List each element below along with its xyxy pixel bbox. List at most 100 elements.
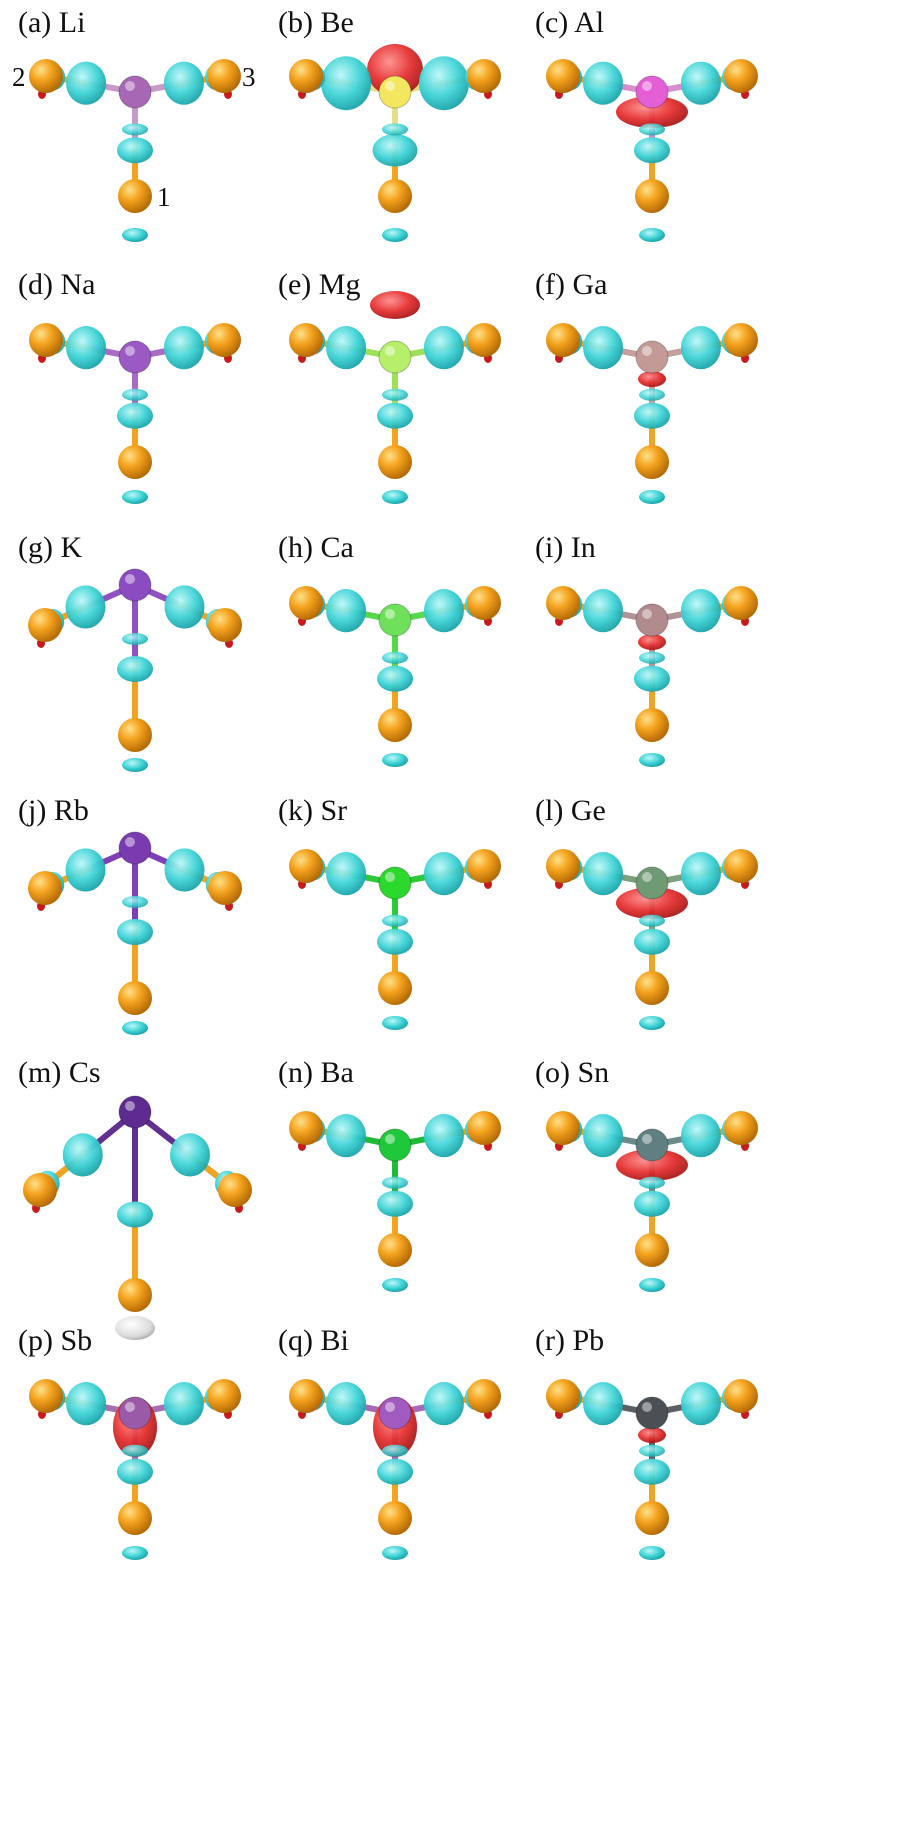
charge-accumulation-lobe xyxy=(122,1444,148,1457)
central-atom-highlight xyxy=(385,872,395,882)
charge-accumulation-lobe xyxy=(66,1382,107,1426)
ligand-atom xyxy=(635,1233,669,1267)
ligand-atom xyxy=(289,1379,323,1413)
charge-accumulation-lobe xyxy=(117,656,153,682)
charge-accumulation-lobe xyxy=(583,1382,624,1426)
charge-accumulation-lobe xyxy=(680,852,721,896)
panel-label: (h) Ca xyxy=(278,531,354,564)
molecule-panel: (m) Cs xyxy=(18,1056,252,1340)
ligand-atom xyxy=(467,586,501,620)
charge-accumulation-lobe xyxy=(164,585,205,629)
charge-accumulation-lobe xyxy=(382,123,408,136)
central-atom-highlight xyxy=(642,1402,652,1412)
ligand-atom xyxy=(289,1111,323,1145)
panel-label: (a) Li xyxy=(18,6,85,39)
charge-accumulation-lobe xyxy=(583,326,624,370)
molecule-panel: (k) Sr xyxy=(278,794,501,1030)
charge-accumulation-lobe xyxy=(377,402,413,429)
panel-label: (m) Cs xyxy=(18,1056,101,1089)
central-atom-highlight xyxy=(385,1402,395,1412)
ligand-atom xyxy=(118,981,152,1015)
central-atom xyxy=(635,1396,669,1430)
ligand-atom xyxy=(118,718,152,752)
charge-accumulation-lobe xyxy=(122,490,148,504)
charge-accumulation-lobe xyxy=(639,1176,665,1189)
panel-label: (j) Rb xyxy=(18,794,89,827)
charge-accumulation-lobe xyxy=(117,1201,153,1228)
central-atom-highlight xyxy=(642,81,652,91)
charge-depletion-lobe xyxy=(638,634,666,650)
charge-accumulation-lobe xyxy=(680,1114,721,1158)
charge-accumulation-lobe xyxy=(680,589,721,633)
charge-accumulation-lobe xyxy=(634,1190,670,1217)
charge-accumulation-lobe xyxy=(117,1458,153,1485)
ligand-atom xyxy=(29,323,63,357)
ligand-atom xyxy=(378,1233,412,1267)
charge-accumulation-lobe xyxy=(639,123,665,136)
ligand-atom xyxy=(724,1111,758,1145)
molecule-panel: (p) Sb xyxy=(18,1324,241,1560)
central-atom xyxy=(118,1396,152,1430)
central-atom xyxy=(118,75,152,109)
charge-accumulation-lobe xyxy=(117,402,153,429)
panel-label: (p) Sb xyxy=(18,1324,92,1357)
central-atom xyxy=(635,340,669,374)
ligand-atom xyxy=(218,1173,252,1207)
central-atom-highlight xyxy=(385,81,395,91)
charge-accumulation-lobe xyxy=(163,326,204,370)
charge-accumulation-lobe xyxy=(377,928,413,955)
ligand-atom xyxy=(378,971,412,1005)
molecule-panel: (r) Pb xyxy=(535,1324,758,1560)
charge-accumulation-lobe xyxy=(583,1114,624,1158)
charge-accumulation-lobe xyxy=(164,848,205,892)
central-atom xyxy=(118,831,152,865)
charge-accumulation-lobe xyxy=(163,1382,204,1426)
charge-depletion-lobe xyxy=(616,96,688,128)
ligand-atom xyxy=(467,1379,501,1413)
charge-accumulation-lobe xyxy=(382,753,408,767)
charge-accumulation-lobe xyxy=(377,1190,413,1217)
charge-depletion-lobe xyxy=(616,1149,688,1181)
ligand-atom xyxy=(29,59,63,93)
charge-accumulation-lobe xyxy=(639,753,665,767)
panel-label: (f) Ga xyxy=(535,268,607,301)
ligand-atom xyxy=(635,971,669,1005)
charge-accumulation-lobe xyxy=(321,56,372,111)
charge-accumulation-lobe xyxy=(639,1444,665,1457)
central-atom xyxy=(378,1396,412,1430)
molecule-panel: (n) Ba xyxy=(278,1056,501,1292)
ligand-atom xyxy=(29,1379,63,1413)
charge-accumulation-lobe xyxy=(423,852,464,896)
molecule-panel: (h) Ca xyxy=(278,531,501,767)
central-atom xyxy=(635,866,669,900)
panel-label: (d) Na xyxy=(18,268,95,301)
ligand-atom xyxy=(28,608,62,642)
panel-label: (o) Sn xyxy=(535,1056,609,1089)
charge-accumulation-lobe xyxy=(639,651,665,664)
charge-depletion-lobe xyxy=(638,1427,666,1443)
central-atom-highlight xyxy=(125,346,135,356)
ligand-atom xyxy=(378,179,412,213)
ligand-atom xyxy=(724,849,758,883)
ligand-atom xyxy=(23,1173,57,1207)
charge-accumulation-lobe xyxy=(423,1114,464,1158)
charge-accumulation-lobe xyxy=(163,61,204,105)
charge-accumulation-lobe xyxy=(377,665,413,692)
ligand-atom xyxy=(208,871,242,905)
ligand-atom xyxy=(378,445,412,479)
central-atom-highlight xyxy=(125,81,135,91)
panel-label: (q) Bi xyxy=(278,1324,349,1357)
charge-accumulation-lobe xyxy=(382,228,408,242)
charge-accumulation-lobe xyxy=(639,1278,665,1292)
ligand-atom xyxy=(118,179,152,213)
ligand-atom xyxy=(378,1501,412,1535)
panel-label: (r) Pb xyxy=(535,1324,604,1357)
ligand-atom xyxy=(118,445,152,479)
charge-accumulation-lobe xyxy=(65,585,106,629)
charge-accumulation-lobe xyxy=(326,1382,367,1426)
charge-accumulation-lobe xyxy=(639,914,665,927)
charge-accumulation-lobe xyxy=(326,1114,367,1158)
molecule-panel: (d) Na xyxy=(18,268,241,504)
charge-accumulation-lobe xyxy=(634,402,670,429)
